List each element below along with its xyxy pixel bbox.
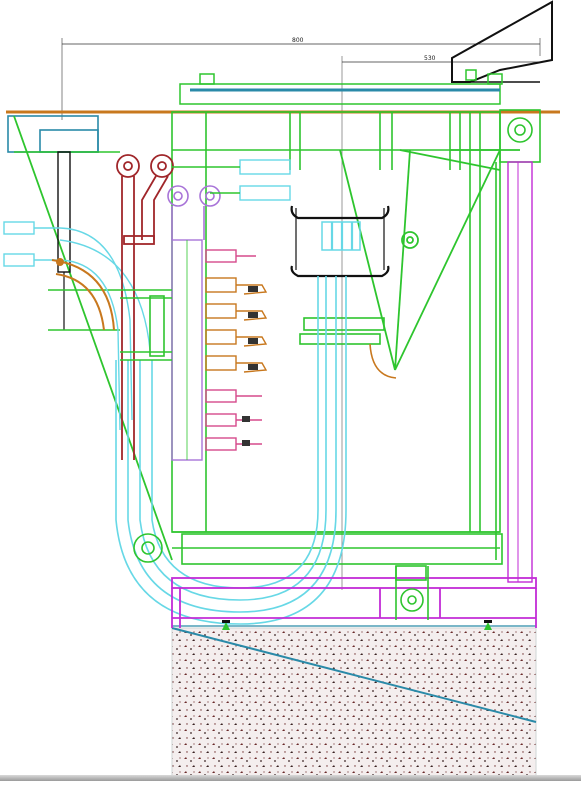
power-lead-clamp: [299, 317, 397, 379]
hinge-post: [495, 109, 541, 583]
left-coil-bend: [51, 258, 115, 331]
cable-terminals: [205, 249, 268, 451]
dimension-overall-label: 800: [292, 37, 304, 44]
pivot-cylinder: [395, 565, 429, 620]
left-support-structure: [7, 115, 173, 561]
anchor-markers: [222, 620, 492, 630]
dimension-lines: 800 530: [61, 37, 541, 590]
foundation-slope-line: [171, 627, 537, 723]
busbar-clamps: [290, 205, 390, 278]
furnace-frame: [171, 111, 503, 565]
manifold-block: [171, 239, 203, 461]
dimension-partial-label: 530: [424, 55, 436, 62]
bottom-edge-shadow: [0, 775, 581, 781]
water-cooled-cables: [115, 276, 347, 625]
tilt-bracket: [451, 0, 553, 83]
tilt-support-arms: [339, 149, 520, 371]
upper-cyan-connectors: [172, 159, 291, 201]
tilting-platform: [171, 577, 537, 628]
purple-cooling-pipes: [167, 185, 221, 240]
lower-green-piping: [120, 289, 172, 361]
concrete-foundation: [171, 625, 537, 779]
red-cooling-pipes: [116, 154, 174, 460]
